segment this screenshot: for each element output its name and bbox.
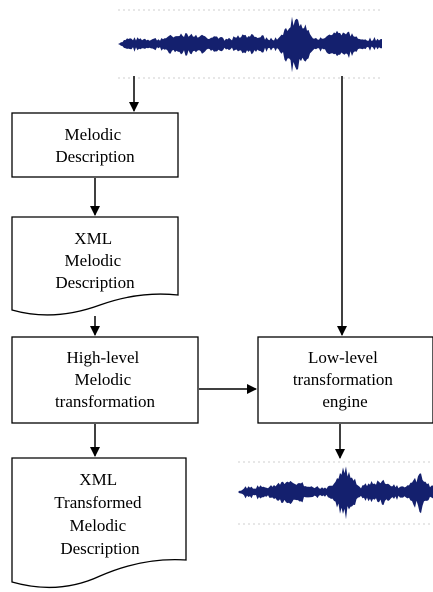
svg-text:Melodic Description: Melodic Description	[55, 125, 135, 166]
input-waveform-icon	[118, 16, 382, 73]
high-level-line-3: transformation	[55, 392, 156, 411]
xml-melodic-description-document: XML Melodic Description	[11, 216, 179, 316]
output-waveform	[238, 461, 433, 525]
xml-transformed-line-1: XML	[79, 470, 116, 489]
low-level-line-2: transformation	[293, 370, 394, 389]
high-level-transformation-box: High-level Melodic transformation	[11, 336, 199, 424]
xml-melodic-description-line-2: Melodic	[65, 251, 122, 270]
svg-text:XML Melodic Descri: XML Melodic Description	[55, 229, 135, 292]
high-level-line-2: Melodic	[75, 370, 132, 389]
svg-text:XML Transformed Me: XML Transformed Melodic Description	[54, 470, 145, 558]
low-level-line-1: Low-level	[308, 348, 378, 367]
xml-melodic-description-line-1: XML	[74, 229, 111, 248]
melodic-description-line-2: Description	[55, 147, 135, 166]
xml-transformed-line-2: Transformed	[54, 493, 142, 512]
melodic-description-line-1: Melodic	[65, 125, 122, 144]
xml-transformed-line-4: Description	[60, 539, 140, 558]
svg-text:High-level Melodic: High-level Melodic transformation	[55, 348, 156, 411]
melodic-description-box: Melodic Description	[11, 112, 179, 178]
low-level-engine-box: Low-level transformation engine	[257, 336, 433, 424]
output-waveform-icon	[238, 466, 433, 520]
svg-text:Low-level transformation: Low-level transformation engine	[293, 348, 397, 411]
input-waveform	[118, 9, 382, 79]
xml-transformed-line-3: Melodic	[70, 516, 127, 535]
high-level-line-1: High-level	[67, 348, 140, 367]
xml-melodic-description-line-3: Description	[55, 273, 135, 292]
xml-transformed-document: XML Transformed Melodic Description	[11, 457, 187, 589]
low-level-line-3: engine	[322, 392, 367, 411]
